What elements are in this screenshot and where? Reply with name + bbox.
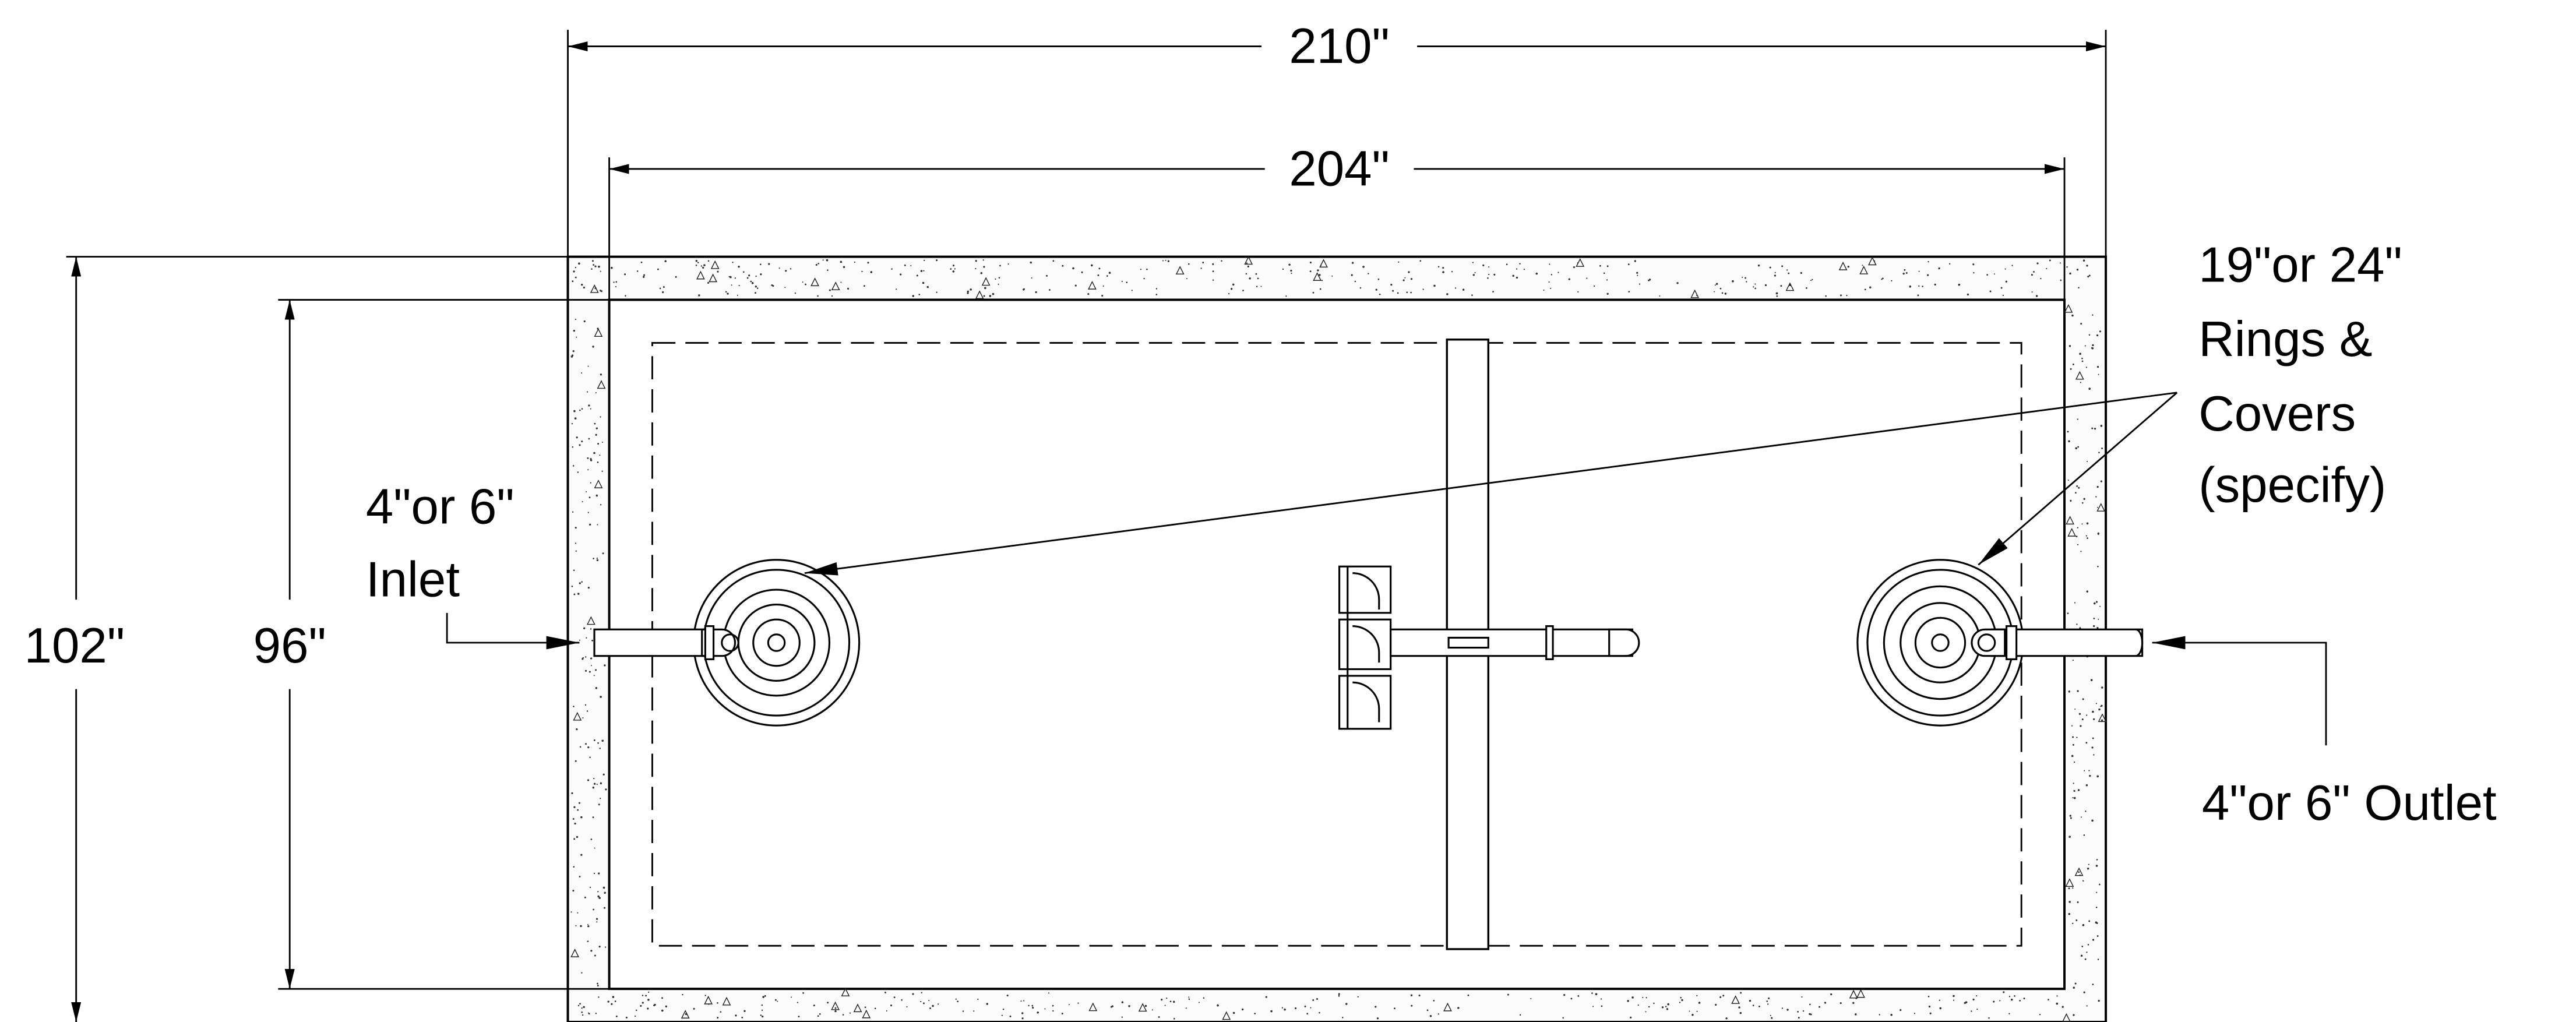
- transfer-tee-fitting: [1338, 565, 1640, 730]
- interior-dashed-outline: [651, 342, 2022, 947]
- rings-label-size: 19"or 24": [2198, 237, 2402, 292]
- leader-lines: [446, 392, 2327, 746]
- dimension-102-label: 102": [24, 618, 125, 674]
- dimension-lines: [66, 30, 2107, 1022]
- rings-label-line4: (specify): [2198, 457, 2386, 513]
- dimension-210-label: 210": [1289, 19, 1389, 74]
- outlet-label: 4"or 6" Outlet: [2202, 776, 2497, 831]
- inlet-pipe: [593, 625, 739, 660]
- dimension-96-label: 96": [253, 618, 326, 674]
- dimension-204-label: 204": [1289, 141, 1389, 196]
- inlet-label-name: Inlet: [366, 552, 460, 607]
- concrete-speckle: [570, 256, 2107, 1022]
- concrete-wall: [566, 255, 2108, 1022]
- rings-label-line2: Rings &: [2198, 312, 2372, 367]
- inlet-label-size: 4"or 6": [366, 479, 515, 534]
- rings-label-line3: Covers: [2198, 386, 2356, 442]
- outlet-pipe: [1971, 625, 2144, 660]
